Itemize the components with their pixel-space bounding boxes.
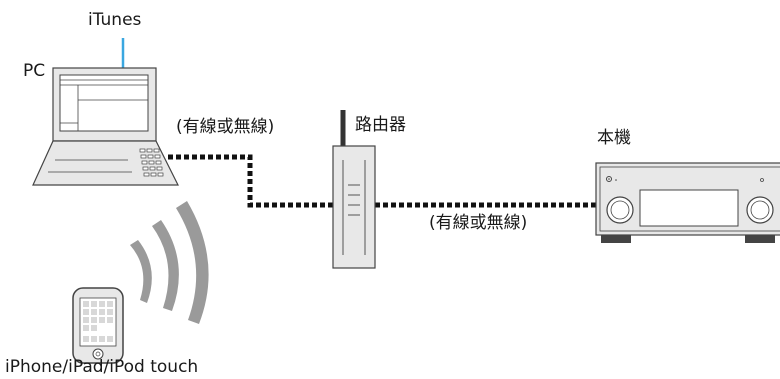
connection-label-pc: (有線或無線): [176, 117, 275, 137]
unit-label: 本機: [597, 128, 631, 148]
smartphone-icon: [72, 287, 124, 364]
itunes-label: iTunes: [88, 10, 142, 30]
av-receiver-icon: [595, 162, 780, 243]
network-cable: [168, 154, 598, 208]
pc-label: PC: [23, 61, 46, 81]
router-icon: [332, 110, 376, 269]
wifi-waves-icon: [130, 201, 209, 324]
mobile-device-label: iPhone/iPad/iPod touch: [5, 357, 199, 377]
connection-label-unit: (有線或無線): [429, 213, 528, 233]
laptop-icon: [32, 67, 179, 186]
router-label: 路由器: [355, 115, 406, 135]
